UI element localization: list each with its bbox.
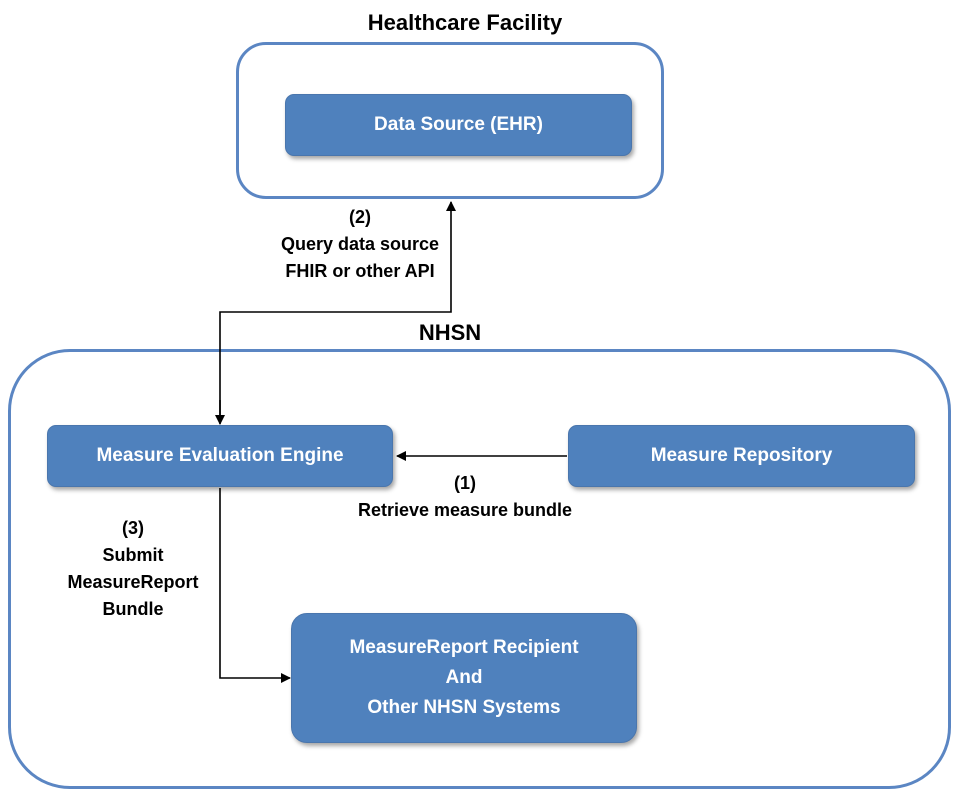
recipient-line-2: And (445, 667, 483, 688)
query-line-1: Query data source (280, 234, 440, 254)
submit-line-1: Submit (102, 545, 164, 565)
submit-connector (219, 488, 291, 683)
data-source-node: Data Source (EHR) (285, 94, 632, 156)
recipient-line-1: MeasureReport Recipient (349, 637, 579, 658)
submit-step: (3) (122, 518, 144, 538)
measure-report-recipient-node: MeasureReport Recipient And Other NHSN S… (291, 613, 637, 743)
recipient-line-3: Other NHSN Systems (367, 697, 561, 718)
query-edge-label: (2) Query data source FHIR or other API (255, 204, 465, 285)
retrieve-edge-label: (1) Retrieve measure bundle (330, 470, 600, 524)
query-step: (2) (349, 207, 371, 227)
submit-line-2: MeasureReport (67, 572, 199, 592)
retrieve-text: Retrieve measure bundle (357, 500, 573, 520)
retrieve-step: (1) (454, 473, 476, 493)
query-line-2: FHIR or other API (285, 261, 435, 281)
submit-edge-label: (3) Submit MeasureReport Bundle (50, 515, 216, 623)
measure-repository-node: Measure Repository (568, 425, 915, 487)
healthcare-facility-title: Healthcare Facility (367, 10, 563, 35)
nhsn-title: NHSN (418, 320, 482, 345)
submit-line-3: Bundle (102, 599, 164, 619)
measure-evaluation-engine-node: Measure Evaluation Engine (47, 425, 393, 487)
query-connector (219, 201, 456, 423)
